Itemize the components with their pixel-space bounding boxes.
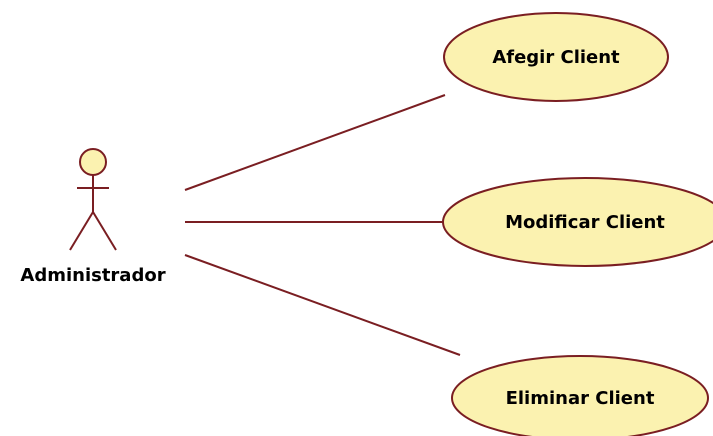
actor-left-leg xyxy=(69,211,94,251)
use-case-afegir-client: Afegir Client xyxy=(443,12,669,102)
actor-stick-figure-icon xyxy=(69,148,117,251)
use-case-ellipse xyxy=(443,12,669,102)
actor-label: Administrador xyxy=(20,265,165,286)
use-case-eliminar-client: Eliminar Client xyxy=(451,355,709,436)
use-case-label: Afegir Client xyxy=(492,47,620,68)
actor-head xyxy=(79,148,107,176)
associations xyxy=(184,94,461,356)
use-case-ellipse xyxy=(442,177,713,267)
use-case-ellipse xyxy=(451,355,709,436)
actor-right-leg xyxy=(92,211,117,251)
association-afegir-client xyxy=(184,94,446,191)
association-eliminar-client xyxy=(184,254,461,356)
use-case-modificar-client: Modificar Client xyxy=(442,177,713,267)
use-case-label: Eliminar Client xyxy=(506,388,655,409)
use-case-label: Modificar Client xyxy=(505,212,665,233)
